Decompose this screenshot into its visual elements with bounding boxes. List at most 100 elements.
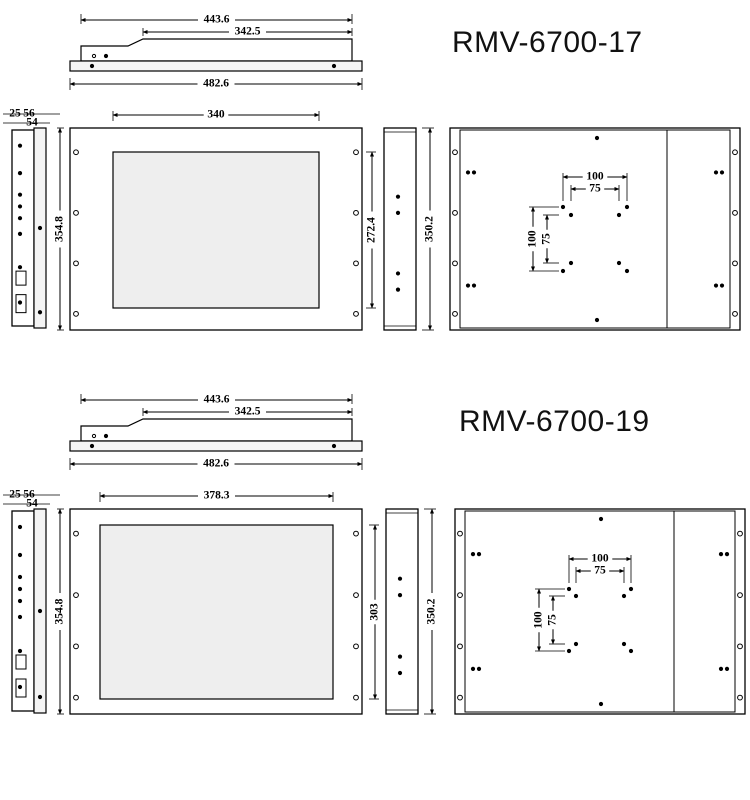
- top-view-rack-flange: [69, 60, 363, 72]
- rear-view-mount-hole: [457, 694, 463, 701]
- top-view-screw: [103, 433, 109, 439]
- rear-view-panel: [449, 127, 741, 331]
- dim-overall-depth-label: 443.6: [204, 14, 230, 26]
- rear-view-screw: [470, 552, 476, 557]
- rear-view-screw: [719, 283, 725, 288]
- vesa-screw-100: [560, 204, 566, 210]
- rear-view-screw: [719, 170, 725, 175]
- dim-body-height-label: 350.2: [426, 598, 438, 624]
- rear-view-screw: [470, 666, 476, 672]
- vesa-screw-75: [568, 260, 574, 266]
- vesa-screw-75: [573, 593, 579, 599]
- rear-view-mount-hole: [457, 592, 463, 598]
- dim-vesa-outer-v-label: 100: [533, 611, 545, 629]
- top-view-hole: [91, 433, 97, 439]
- dim-screen-width-label: 340: [207, 109, 225, 121]
- top-view-body: [80, 418, 353, 442]
- vesa-screw-75: [621, 593, 627, 599]
- rear-view-mount-hole: [452, 260, 458, 267]
- side-view-component: [17, 265, 23, 270]
- front-view-mount-hole: [353, 149, 359, 156]
- side-view-component: [17, 204, 23, 209]
- side-view-component: [17, 614, 23, 620]
- rear-view-mount-hole: [452, 149, 458, 156]
- side-view-component: [17, 192, 23, 197]
- rear-view-mount-hole: [452, 310, 458, 317]
- rear-view-mount-hole: [732, 149, 738, 156]
- profile-view-body: [385, 508, 419, 715]
- dim-screen-height-label: 272.4: [366, 217, 378, 243]
- front-view-mount-hole: [73, 592, 79, 598]
- front-view-mount-hole: [73, 209, 79, 216]
- vesa-screw-100: [624, 204, 630, 210]
- model-title-17: RMV-6700-17: [452, 26, 643, 59]
- side-view-connector: [15, 678, 27, 698]
- front-view-mount-hole: [353, 209, 359, 216]
- rear-view-screw: [713, 283, 719, 288]
- top-view-screw: [331, 63, 337, 69]
- front-view-mount-hole: [353, 260, 359, 267]
- front-view-mount-hole: [353, 530, 359, 537]
- side-view-component: [17, 171, 23, 176]
- rear-view-screw: [594, 135, 600, 141]
- model-title-19: RMV-6700-19: [459, 405, 650, 438]
- vesa-screw-100: [566, 586, 572, 592]
- top-view-body: [80, 38, 353, 62]
- vesa-screw-75: [568, 212, 574, 218]
- side-view-component: [17, 552, 23, 558]
- dim-side-mid-label: 56: [23, 108, 35, 120]
- dim-vesa-inner-v-label: 75: [541, 233, 553, 245]
- side-view-component: [17, 598, 23, 604]
- dim-side-top-label: 25: [9, 108, 21, 120]
- side-view-connector: [15, 294, 27, 314]
- rear-view-mount-hole: [457, 530, 463, 537]
- top-view-screw: [89, 63, 95, 69]
- front-view-mount-hole: [73, 530, 79, 537]
- vesa-screw-100: [628, 586, 634, 592]
- rear-view-mount-hole: [737, 643, 743, 650]
- side-view-body: [11, 510, 35, 712]
- front-view-mount-hole: [353, 310, 359, 317]
- rear-view-mount-hole: [737, 530, 743, 537]
- front-view-mount-hole: [73, 643, 79, 650]
- side-view-screw: [37, 225, 43, 231]
- dim-side-low-label: 54: [26, 498, 38, 510]
- side-view-connector: [15, 654, 27, 670]
- side-view-connector: [15, 270, 27, 286]
- dim-side-mid-label: 56: [23, 489, 35, 501]
- side-view-component: [17, 648, 23, 654]
- dim-vesa-outer-v-label: 100: [527, 230, 539, 248]
- rear-view-screw: [594, 317, 600, 323]
- dim-step-depth-label: 342.5: [235, 406, 261, 418]
- front-view-screen: [99, 524, 334, 700]
- dim-vesa-outer-label: 100: [591, 553, 609, 565]
- dim-vesa-outer-label: 100: [586, 171, 604, 183]
- dim-step-depth-label: 342.5: [235, 26, 261, 38]
- dim-screen-height-label: 303: [369, 603, 381, 621]
- rear-view-panel: [454, 508, 746, 715]
- dim-vesa-inner-v-label: 75: [547, 614, 559, 626]
- profile-screw: [395, 194, 401, 199]
- dim-overall-depth-label: 443.6: [204, 394, 230, 406]
- rear-view-screw: [471, 170, 477, 175]
- vesa-screw-75: [616, 212, 622, 218]
- top-view-screw: [89, 443, 95, 449]
- dim-height-label: 354.8: [54, 598, 66, 624]
- side-view-screw: [37, 694, 43, 700]
- profile-screw: [397, 654, 403, 659]
- dim-rack-width-label: 482.6: [203, 458, 229, 470]
- front-view-mount-hole: [353, 592, 359, 598]
- rear-view-screw: [724, 666, 730, 672]
- dim-height-label: 354.8: [54, 216, 66, 242]
- top-view-rack-flange: [69, 440, 363, 452]
- profile-screw: [397, 576, 403, 581]
- side-view-component: [17, 216, 23, 221]
- side-view-component: [17, 231, 23, 236]
- front-view-mount-hole: [73, 310, 79, 317]
- rear-view-mount-hole: [732, 260, 738, 267]
- vesa-screw-100: [628, 648, 634, 654]
- profile-screw: [395, 210, 401, 215]
- dim-screen-width-label: 378.3: [204, 490, 230, 502]
- profile-view-body: [383, 127, 417, 331]
